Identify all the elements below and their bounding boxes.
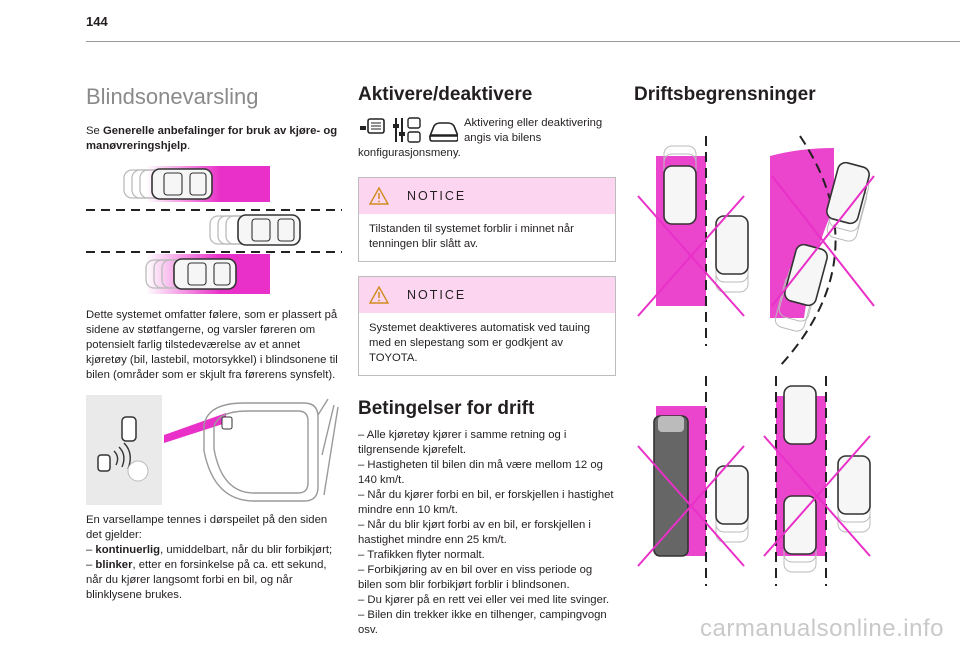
- column-activation: Aktivere/deaktivere Aktivering eller dea…: [358, 84, 616, 638]
- limitations-figure: [634, 116, 884, 586]
- top-rule: [86, 41, 960, 42]
- notice-header: NOTICE: [359, 178, 615, 214]
- lamp-mode-blinking: blinker: [95, 559, 133, 571]
- lamp-description: En varsellampe tennes i dørspeilet på de…: [86, 514, 328, 541]
- warning-triangle-icon: [369, 187, 389, 205]
- condition-item: – Du kjører på en rett vei eller vei med…: [358, 594, 610, 606]
- notice-box-memory: NOTICE Tilstanden til systemet forblir i…: [358, 177, 616, 262]
- condition-item: – Alle kjøretøy kjører i samme retning o…: [358, 429, 567, 456]
- blind-spot-lanes-figure: [86, 166, 342, 300]
- intro-reference: Generelle anbefalinger for bruk av kjøre…: [86, 125, 338, 152]
- list-dash: –: [86, 559, 96, 571]
- lamp-mode-continuous-text: , umiddelbart, når du blir forbikjørt;: [160, 544, 333, 556]
- column-blind-spot: Blindsonevarsling Se Generelle anbefalin…: [86, 84, 342, 603]
- section-title-activation: Aktivere/deaktivere: [358, 84, 533, 105]
- conditions-list: – Alle kjøretøy kjører i samme retning o…: [358, 428, 616, 638]
- lamp-mode-blinking-text: , etter en forsinkelse på ca. ett sekund…: [86, 559, 327, 601]
- activation-icons-row: Aktivering eller deaktivering angis via …: [358, 116, 616, 146]
- list-dash: –: [86, 544, 96, 556]
- intro-prefix: Se: [86, 125, 103, 137]
- condition-item: – Når du kjører forbi en bil, er forskje…: [358, 489, 614, 516]
- section-title-conditions: Betingelser for drift: [358, 398, 535, 419]
- lamp-item-blinking: – blinker, etter en forsinkelse på ca. e…: [86, 558, 342, 603]
- condition-item: – Når du blir kjørt forbi av en bil, er …: [358, 519, 591, 546]
- config-menu-icons: [360, 117, 458, 143]
- notice-text-towing: Systemet deaktiveres automatisk ved taui…: [369, 322, 591, 364]
- notice-header: NOTICE: [359, 277, 615, 313]
- notice-text-memory: Tilstanden til systemet forblir i minnet…: [369, 223, 574, 250]
- page-number: 144: [86, 14, 108, 29]
- mirror-warning-figure: [86, 395, 342, 505]
- condition-item: – Forbikjøring av en bil over en viss pe…: [358, 564, 593, 591]
- activation-text-line3: konfigurasjonsmeny.: [358, 147, 461, 159]
- activation-text-inline: Aktivering eller deaktivering angis via …: [464, 116, 602, 146]
- intro-paragraph: Se Generelle anbefalinger for bruk av kj…: [86, 124, 342, 154]
- notice-title: NOTICE: [407, 189, 467, 203]
- watermark: carmanualsonline.info: [700, 615, 944, 642]
- condition-item: – Trafikken flyter normalt.: [358, 549, 485, 561]
- lamp-mode-continuous: kontinuerlig: [95, 544, 161, 556]
- activation-text-line2: angis via bilens: [464, 132, 542, 144]
- system-description: Dette systemet omfatter følere, som er p…: [86, 309, 338, 381]
- condition-item: – Bilen din trekker ikke en tilhenger, c…: [358, 609, 607, 636]
- notice-title: NOTICE: [407, 288, 467, 302]
- condition-item: – Hastigheten til bilen din må være mell…: [358, 459, 603, 486]
- warning-triangle-icon: [369, 286, 389, 304]
- intro-suffix: .: [187, 140, 191, 152]
- section-title-blind-spot: Blindsonevarsling: [86, 84, 259, 109]
- activation-text-line1: Aktivering eller deaktivering: [464, 117, 603, 129]
- lamp-item-continuous: – kontinuerlig, umiddelbart, når du blir…: [86, 543, 342, 558]
- section-title-limitations: Driftsbegrensninger: [634, 84, 816, 105]
- column-limitations: Driftsbegrensninger: [634, 84, 884, 586]
- notice-box-towing: NOTICE Systemet deaktiveres automatisk v…: [358, 276, 616, 376]
